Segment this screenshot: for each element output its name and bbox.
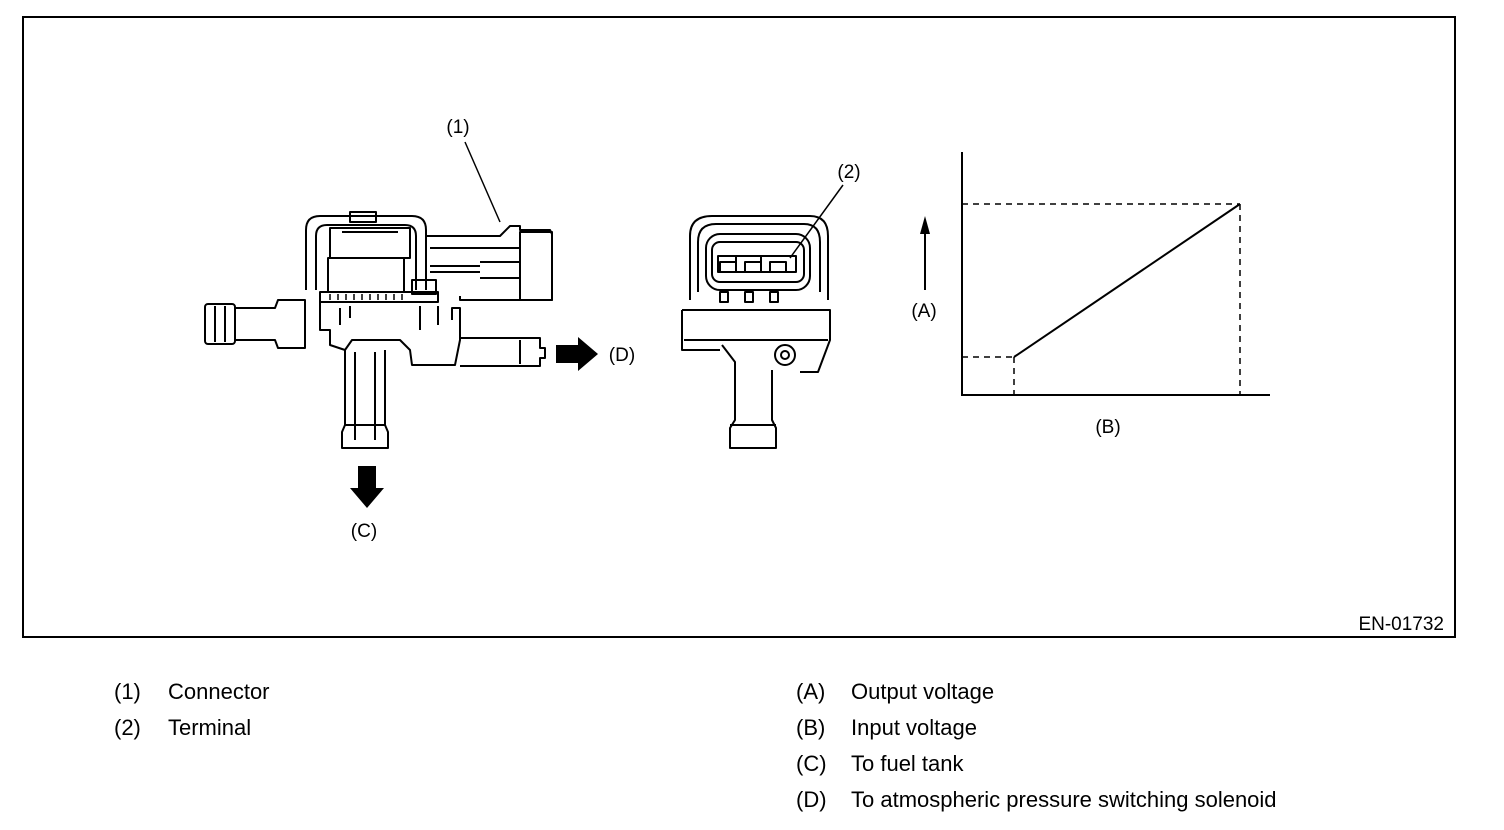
legend-text: To fuel tank [851,751,964,776]
figure-frame [22,16,1456,638]
figure-id: EN-01732 [1358,614,1444,635]
terminal-leader [789,184,844,259]
callout-output-voltage: (A) [911,301,936,322]
legend-key: (C) [796,751,827,776]
legend-key: (D) [796,787,827,812]
legend-item: (A) Output voltage [796,674,1277,710]
legend-key: (1) [114,679,141,704]
voltage-graph [920,152,1270,396]
callout-terminal: (2) [837,162,860,183]
arrow-right-icon [556,337,598,371]
legend-key: (A) [796,679,826,704]
legend-right: (A) Output voltage (B) Input voltage (C)… [796,674,1277,818]
legend-text: Input voltage [851,715,977,740]
legend-item: (2) Terminal [114,710,270,746]
legend-text: Connector [168,679,270,704]
legend-left: (1) Connector (2) Terminal [114,674,270,746]
legend-text: To atmospheric pressure switching soleno… [851,787,1277,812]
legend-key: (B) [796,715,826,740]
diagram-svg: (1) (2) (A) (B) (C) (D) EN-01732 [204,117,1444,635]
callout-connector: (1) [446,117,469,138]
legend-item: (B) Input voltage [796,710,1277,746]
legend-key: (2) [114,715,141,740]
legend-item: (D) To atmospheric pressure switching so… [796,782,1277,818]
legend-item: (1) Connector [114,674,270,710]
arrow-down-icon [350,466,384,508]
sensor-side-view [204,211,553,449]
callout-to-solenoid: (D) [609,345,635,366]
legend-text: Terminal [168,715,252,740]
callout-to-fuel-tank: (C) [351,521,377,542]
arrow-up-icon [920,216,930,234]
legend-item: (C) To fuel tank [796,746,1277,782]
voltage-line [1013,203,1241,358]
connector-leader [464,141,501,223]
callout-input-voltage: (B) [1095,417,1120,438]
sensor-front-view [681,215,831,449]
legend-text: Output voltage [851,679,995,704]
